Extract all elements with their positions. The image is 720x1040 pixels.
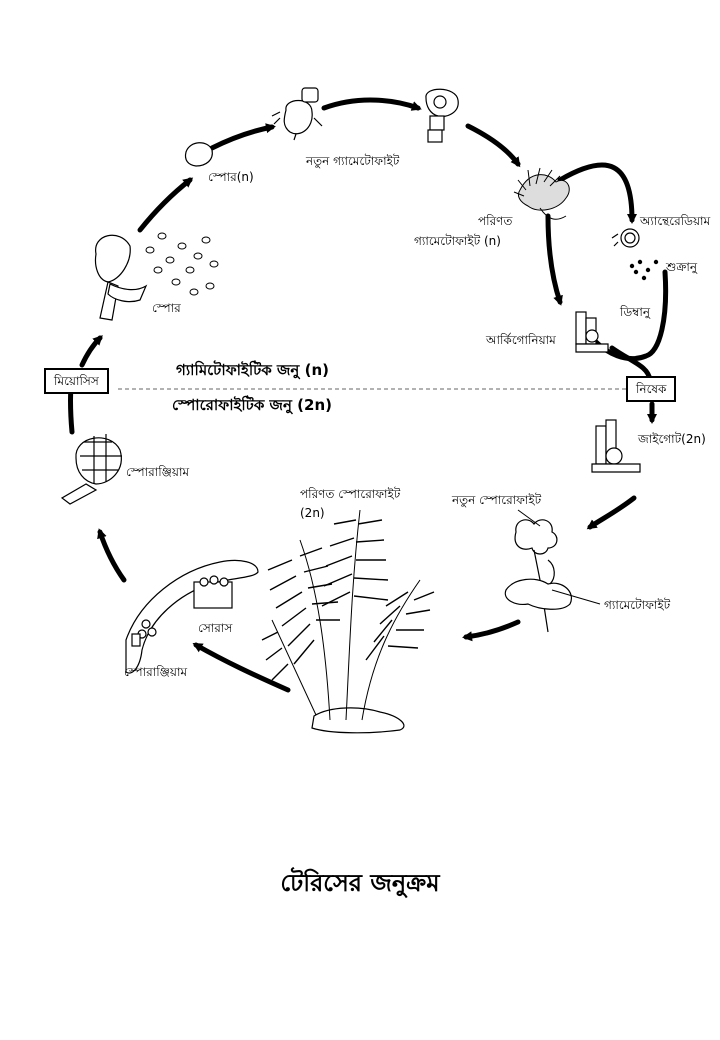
sorus-leaf-drawing: [125, 559, 259, 674]
label-spores: স্পোর: [152, 301, 181, 315]
young-prothallus-drawing: [425, 88, 459, 143]
label-mature-sporophyte-line1: পরিণত স্পোরোফাইট: [300, 487, 401, 501]
arrow-to-archegonium: [545, 213, 563, 306]
label-antheridium: অ্যান্থেরেডিয়াম: [640, 214, 711, 228]
label-sporangium-bottom: স্পোরাঞ্জিয়াম: [124, 665, 188, 679]
label-mature-gametophyte-line1: পরিণত: [478, 214, 513, 228]
diagram-title: টেরিসের জনুক্রম: [280, 869, 440, 897]
fertilization-box: নিষেক: [626, 376, 677, 402]
label-sperm: শুক্রানু: [666, 260, 698, 274]
cycle-arrows: [66, 97, 669, 693]
label-mature-gametophyte-line2: গ্যামেটোফাইট (n): [414, 234, 501, 248]
new-sporophyte-drawing: [504, 519, 572, 633]
label-egg: ডিম্বানু: [620, 305, 650, 319]
gametophyte-pointer: [551, 589, 601, 605]
arrow-sporophyte-to-sorus: [192, 642, 291, 693]
label-mature-sporophyte-line2: (2n): [300, 506, 325, 520]
arrow-meiosis-to-spores: [79, 335, 103, 368]
label-spore-n: স্পোর(n): [208, 170, 254, 184]
label-gametophytic-generation: গ্যামিটোফাইটিক জনু (n): [176, 361, 329, 379]
sperm-drawing: [629, 259, 659, 281]
label-gametophyte: গ্যামেটোফাইট: [604, 598, 671, 612]
arrow-new-to-mature-gametophyte: [321, 97, 422, 111]
sperm-path: [593, 269, 669, 362]
label-new-sporophyte: নতুন স্পোরোফাইট: [452, 493, 542, 507]
label-new-gametophyte: নতুন গ্যামেটোফাইট: [306, 154, 400, 168]
sporangium-drawing: [60, 434, 122, 505]
label-sorus: সোরাস: [198, 621, 233, 635]
spore-drawing: [184, 142, 213, 167]
new-sporophyte-pointer: [517, 509, 541, 527]
zygote-drawing: [591, 419, 641, 473]
arrow-new-to-mature-sporophyte: [462, 619, 521, 642]
meiosis-box: মিয়োসিস: [44, 368, 109, 394]
sporangium-with-spores-drawing: [94, 234, 148, 321]
arrow-zygote-to-new-sporophyte: [586, 495, 637, 530]
arrow-to-antheridium: [557, 162, 637, 224]
label-sporophytic-generation: স্পোরোফাইটিক জনু (2n): [172, 396, 332, 414]
new-gametophyte-drawing: [271, 87, 323, 141]
arrow-sorus-to-sporangium: [97, 528, 127, 583]
antheridium-drawing: [611, 228, 640, 248]
archegonium-drawing: [575, 311, 609, 353]
mature-sporophyte-drawing: [261, 509, 435, 734]
arrow-spores-to-spore: [137, 177, 194, 233]
scattered-spores-drawing: [145, 232, 219, 296]
label-archegonium: আর্কিগোনিয়াম: [486, 333, 556, 347]
label-zygote: জাইগোট(2n): [638, 432, 706, 446]
label-sporangium-top: স্পোরাঞ্জিয়াম: [126, 465, 190, 479]
arrow-to-prothallus: [465, 123, 521, 168]
arrow-spore-to-new-gametophyte: [209, 123, 276, 151]
mature-gametophyte-drawing: [513, 167, 570, 220]
